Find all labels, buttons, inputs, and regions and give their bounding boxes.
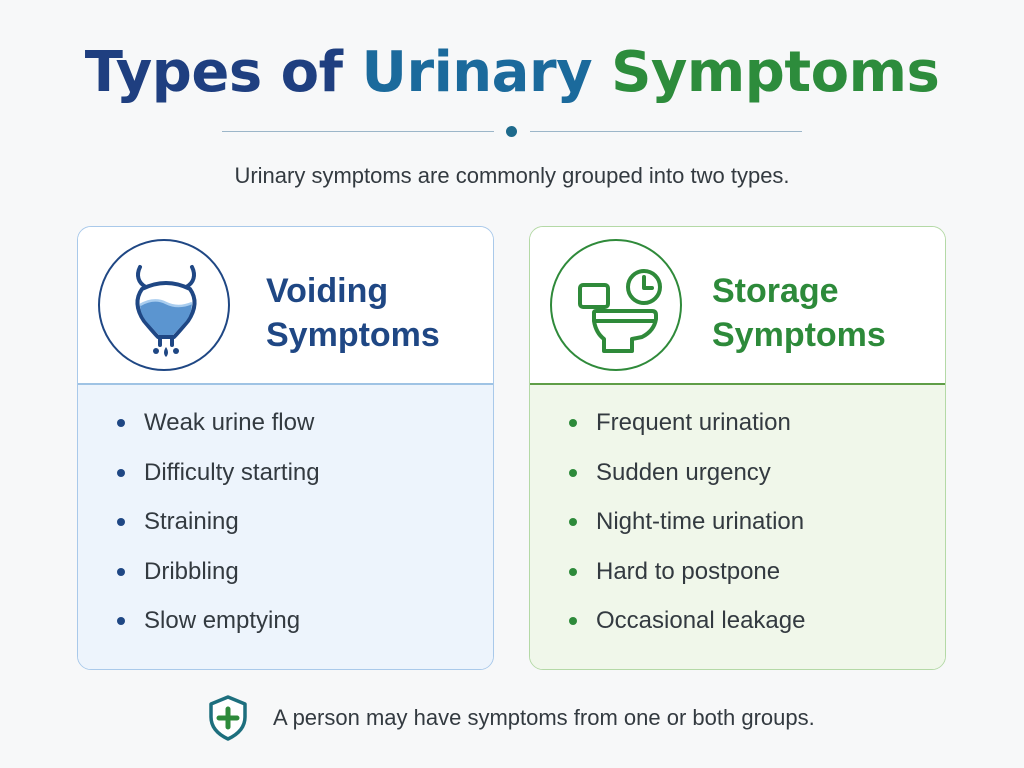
list-item: Slow emptying	[114, 603, 320, 653]
voiding-card-header: Voiding Symptoms	[78, 227, 493, 385]
title-part-2: Urinary	[361, 40, 593, 105]
bullet-icon	[117, 518, 125, 526]
bullet-icon	[569, 419, 577, 427]
bullet-icon	[569, 518, 577, 526]
voiding-heading-line2: Symptoms	[266, 316, 440, 354]
list-item-text: Difficulty starting	[144, 458, 320, 486]
list-item: Night-time urination	[566, 504, 805, 554]
voiding-heading-line1: Voiding	[266, 272, 389, 310]
title-divider-right	[530, 131, 802, 132]
toilet-clock-icon	[550, 239, 682, 371]
list-item: Frequent urination	[566, 405, 805, 455]
list-item-text: Dribbling	[144, 557, 239, 585]
bullet-icon	[117, 468, 125, 477]
list-item: Sudden urgency	[566, 455, 805, 505]
bladder-icon	[98, 239, 230, 371]
list-item: Difficulty starting	[114, 455, 320, 505]
bullet-icon	[569, 617, 577, 625]
list-item-text: Occasional leakage	[596, 607, 806, 634]
voiding-symptom-list: Weak urine flow Difficulty starting Stra…	[114, 405, 320, 653]
storage-heading-line1: Storage	[712, 272, 839, 310]
bullet-icon	[569, 567, 577, 576]
storage-heading-line2: Symptoms	[712, 316, 886, 354]
storage-heading: Storage Symptoms	[712, 269, 932, 357]
voiding-card: Voiding Symptoms Weak urine flow Difficu…	[77, 226, 494, 670]
list-item: Dribbling	[114, 554, 320, 604]
list-item: Occasional leakage	[566, 603, 805, 653]
bullet-icon	[117, 419, 125, 427]
list-item-text: Hard to postpone	[596, 557, 781, 585]
title-divider-dot	[506, 126, 517, 137]
bullet-icon	[569, 468, 577, 477]
title-part-1: Types of	[84, 40, 343, 105]
list-item-text: Frequent urination	[596, 409, 791, 436]
storage-card-body: Frequent urination Sudden urgency Night-…	[530, 385, 945, 669]
list-item-text: Sudden urgency	[596, 458, 771, 486]
storage-card-header: Storage Symptoms	[530, 227, 945, 385]
shield-plus-icon	[206, 694, 250, 742]
list-item-text: Night-time urination	[596, 508, 805, 535]
list-item-text: Weak urine flow	[144, 409, 315, 436]
list-item: Hard to postpone	[566, 554, 805, 604]
list-item-text: Straining	[144, 508, 239, 535]
list-item: Weak urine flow	[114, 405, 320, 455]
bullet-icon	[117, 567, 125, 576]
voiding-card-body: Weak urine flow Difficulty starting Stra…	[78, 385, 493, 669]
storage-symptom-list: Frequent urination Sudden urgency Night-…	[566, 405, 805, 653]
list-item-text: Slow emptying	[144, 607, 301, 634]
title-part-3: Symptoms	[611, 40, 940, 105]
voiding-heading: Voiding Symptoms	[266, 269, 486, 357]
footer-note: A person may have symptoms from one or b…	[273, 705, 815, 730]
bullet-icon	[117, 617, 125, 625]
list-item: Straining	[114, 504, 320, 554]
title-divider-left	[222, 131, 494, 132]
subtitle: Urinary symptoms are commonly grouped in…	[234, 163, 790, 188]
page-title: Types of Urinary Symptoms	[0, 38, 1024, 108]
storage-card: Storage Symptoms Frequent urination Sudd…	[529, 226, 946, 670]
